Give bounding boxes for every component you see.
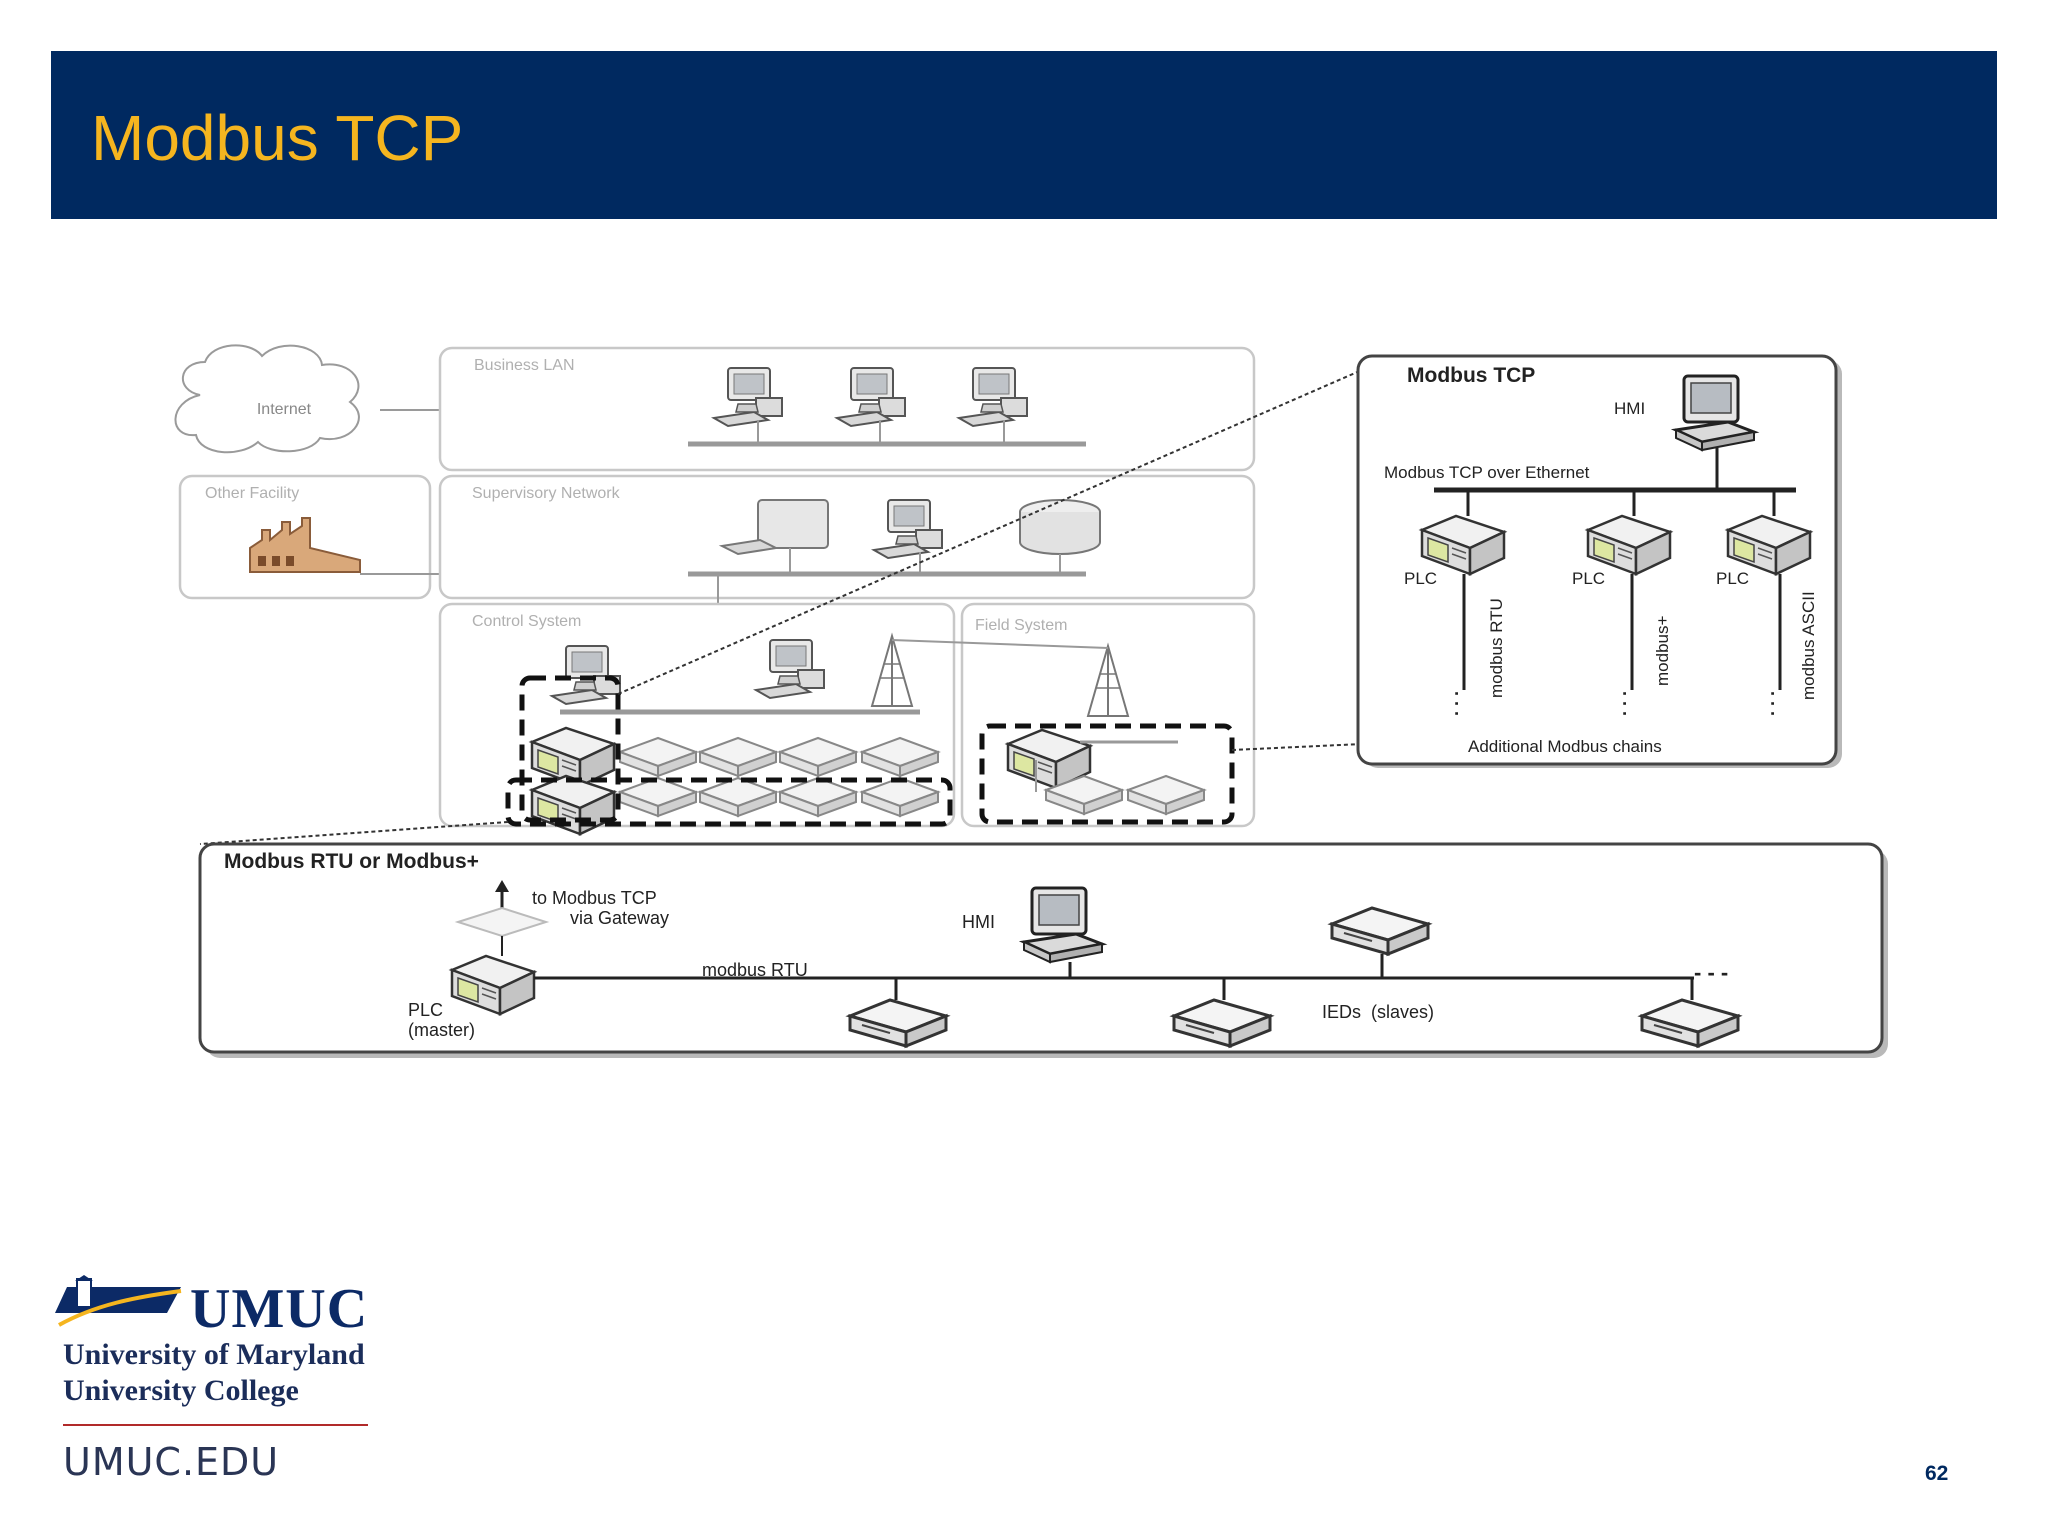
business-lan-zone xyxy=(438,346,1256,472)
historian-database xyxy=(1019,499,1101,555)
field-system-label: Field System xyxy=(975,617,1067,634)
logo-divider xyxy=(63,1424,368,1426)
zoom-line-tcp xyxy=(617,369,1363,695)
rtu-inset-title: Modbus RTU or Modbus+ xyxy=(224,850,479,873)
umuc-logo-icon xyxy=(55,1275,182,1327)
other-facility-label: Other Facility xyxy=(205,485,299,502)
chain-label-rtu: modbus RTU xyxy=(1487,598,1506,698)
chain-dots-1: . . . xyxy=(1442,691,1462,716)
highlight-field-chain xyxy=(979,723,1235,825)
cloud-label: Internet xyxy=(257,401,312,418)
rtu-hmi-label: HMI xyxy=(962,912,995,932)
gateway-label-1: to Modbus TCP xyxy=(532,888,657,908)
highlight-rtu-chain xyxy=(505,777,953,827)
gateway-arrow-icon xyxy=(454,880,550,938)
supervisory-label: Supervisory Network xyxy=(472,485,621,502)
master-label-1: PLC xyxy=(408,1000,443,1020)
gateway-label-2: via Gateway xyxy=(570,908,669,928)
chain-dots-3: . . . xyxy=(1758,691,1778,716)
tcp-hmi-label: HMI xyxy=(1614,399,1645,418)
tcp-inset-title: Modbus TCP xyxy=(1407,364,1535,387)
tcp-plc-1-label: PLC xyxy=(1404,569,1437,588)
tcp-inset-footer: Additional Modbus chains xyxy=(1468,737,1662,756)
tcp-plc-3-label: PLC xyxy=(1716,569,1749,588)
chain-label-plus: modbus+ xyxy=(1653,616,1672,686)
logo-wordmark: UMUC xyxy=(190,1278,369,1340)
title-bar: Modbus TCP xyxy=(51,51,1997,219)
factory-icon xyxy=(249,517,361,573)
tcp-plc-2-label: PLC xyxy=(1572,569,1605,588)
chain-label-ascii: modbus ASCII xyxy=(1799,591,1818,700)
supervisory-workstation xyxy=(718,499,829,556)
master-label-2: (master) xyxy=(408,1020,475,1040)
rtu-bus-label: modbus RTU xyxy=(702,960,808,980)
university-name-line-2: University College xyxy=(63,1374,299,1407)
highlight-hmi-plc xyxy=(519,675,621,823)
zoom-line-rtu xyxy=(199,821,509,845)
radio-link xyxy=(891,639,1109,649)
website-link[interactable]: UMUC.EDU xyxy=(63,1440,280,1484)
business-lan-label: Business LAN xyxy=(474,357,575,374)
rtu-bus-ellipsis: - - - xyxy=(1694,960,1728,985)
chain-dots-2: . . . xyxy=(1610,691,1630,716)
cloud-internet: Internet xyxy=(174,344,360,454)
slide-title: Modbus TCP xyxy=(91,102,464,174)
ieds-label: IEDs (slaves) xyxy=(1322,1002,1434,1022)
tcp-bus-label: Modbus TCP over Ethernet xyxy=(1384,463,1590,482)
control-system-label: Control System xyxy=(472,613,581,630)
university-name-line-1: University of Maryland xyxy=(63,1338,365,1371)
zoom-line-field xyxy=(1231,743,1363,751)
page-number: 62 xyxy=(1925,1462,1949,1485)
